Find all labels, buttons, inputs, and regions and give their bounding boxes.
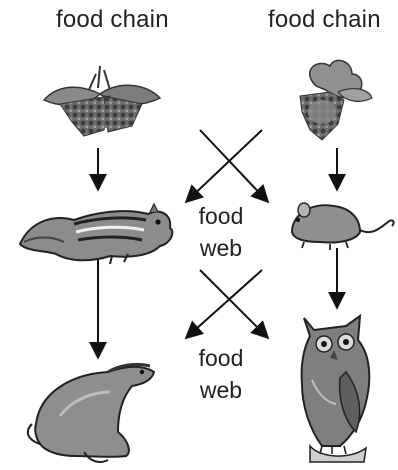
owl-icon bbox=[302, 316, 370, 462]
arrow-cross-chipmunk-to-owl bbox=[200, 270, 268, 338]
berries-plant-icon bbox=[44, 66, 160, 136]
grapes-plant-icon bbox=[300, 60, 372, 140]
arrow-cross-grapes-to-chipmunk bbox=[186, 130, 262, 202]
arrow-cross-mouse-to-weasel bbox=[186, 270, 262, 338]
chipmunk-icon bbox=[20, 204, 172, 264]
mouse-icon bbox=[292, 203, 394, 250]
weasel-icon bbox=[28, 364, 154, 462]
arrow-cross-berries-to-mouse bbox=[200, 130, 268, 202]
